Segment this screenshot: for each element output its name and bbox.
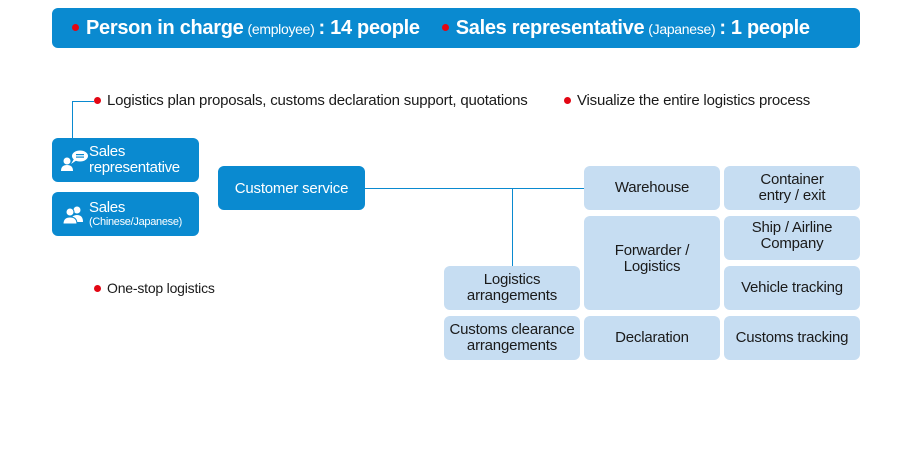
bullet-icon xyxy=(94,97,101,104)
label-line: Sales xyxy=(89,198,126,216)
connector-line xyxy=(72,101,73,138)
bullet-icon xyxy=(94,284,101,292)
sales-representative-box: Sales representative xyxy=(52,138,199,182)
two-people-icon xyxy=(59,203,89,225)
customs-tracking-box: Customs tracking xyxy=(724,316,860,360)
banner-value: : 14 people xyxy=(318,16,420,39)
box-label: Container entry / exit xyxy=(758,171,826,204)
note-text: Logistics plan proposals, customs declar… xyxy=(107,92,528,109)
box-label: Declaration xyxy=(615,329,689,346)
container-entry-exit-box: Container entry / exit xyxy=(724,166,860,210)
declaration-box: Declaration xyxy=(584,316,720,360)
vehicle-tracking-box: Vehicle tracking xyxy=(724,266,860,310)
person-speech-icon xyxy=(59,148,89,172)
forwarder-logistics-box: Forwarder / Logistics xyxy=(584,216,720,310)
bullet-icon xyxy=(441,23,449,31)
bullet-icon xyxy=(72,23,79,31)
customs-clearance-arrangements-box: Customs clearance arrangements xyxy=(444,316,580,360)
box-label: Warehouse xyxy=(614,179,690,196)
label-line: Sales xyxy=(89,143,126,160)
note-one-stop: One-stop logistics xyxy=(94,280,215,296)
note-plan-proposals: Logistics plan proposals, customs declar… xyxy=(94,92,528,109)
connector-line xyxy=(512,188,513,266)
banner-qualifier: (Japanese) xyxy=(648,20,716,37)
box-label: Customs tracking xyxy=(735,329,849,346)
banner-value: : 1 people xyxy=(719,16,810,39)
box-label: Ship / Airline Company xyxy=(751,219,833,252)
banner-staff-count: Person in charge (employee) : 14 people xyxy=(72,17,420,40)
banner-sales-rep-count: Sales representative (Japanese) : 1 peop… xyxy=(441,16,810,40)
note-visualize: Visualize the entire logistics process xyxy=(564,92,810,109)
note-text: Visualize the entire logistics process xyxy=(577,92,811,109)
banner-qualifier: (employee) xyxy=(247,20,315,37)
label-line: representative xyxy=(89,159,180,176)
customer-service-label: Customer service xyxy=(234,179,349,197)
sales-representative-label: Sales representative xyxy=(89,144,180,176)
box-label: Vehicle tracking xyxy=(741,279,843,296)
note-text: One-stop logistics xyxy=(107,280,215,296)
header-banner: Person in charge (employee) : 14 people … xyxy=(52,8,860,48)
customer-service-box: Customer service xyxy=(218,166,365,210)
connector-line xyxy=(72,101,94,102)
label-line: (Chinese/Japanese) xyxy=(89,215,183,228)
sales-chinese-japanese-label: Sales (Chinese/Japanese) xyxy=(89,198,183,229)
box-label: Logistics arrangements xyxy=(466,271,558,304)
banner-label: Person in charge xyxy=(86,16,244,39)
box-label: Forwarder / Logistics xyxy=(614,242,690,275)
sales-chinese-japanese-box: Sales (Chinese/Japanese) xyxy=(52,192,199,236)
bullet-icon xyxy=(564,97,571,104)
banner-label: Sales representative xyxy=(455,16,645,39)
logistics-arrangements-box: Logistics arrangements xyxy=(444,266,580,310)
ship-airline-box: Ship / Airline Company xyxy=(724,216,860,260)
box-label: Customs clearance arrangements xyxy=(449,321,575,354)
connector-line xyxy=(365,188,585,189)
warehouse-box: Warehouse xyxy=(584,166,720,210)
